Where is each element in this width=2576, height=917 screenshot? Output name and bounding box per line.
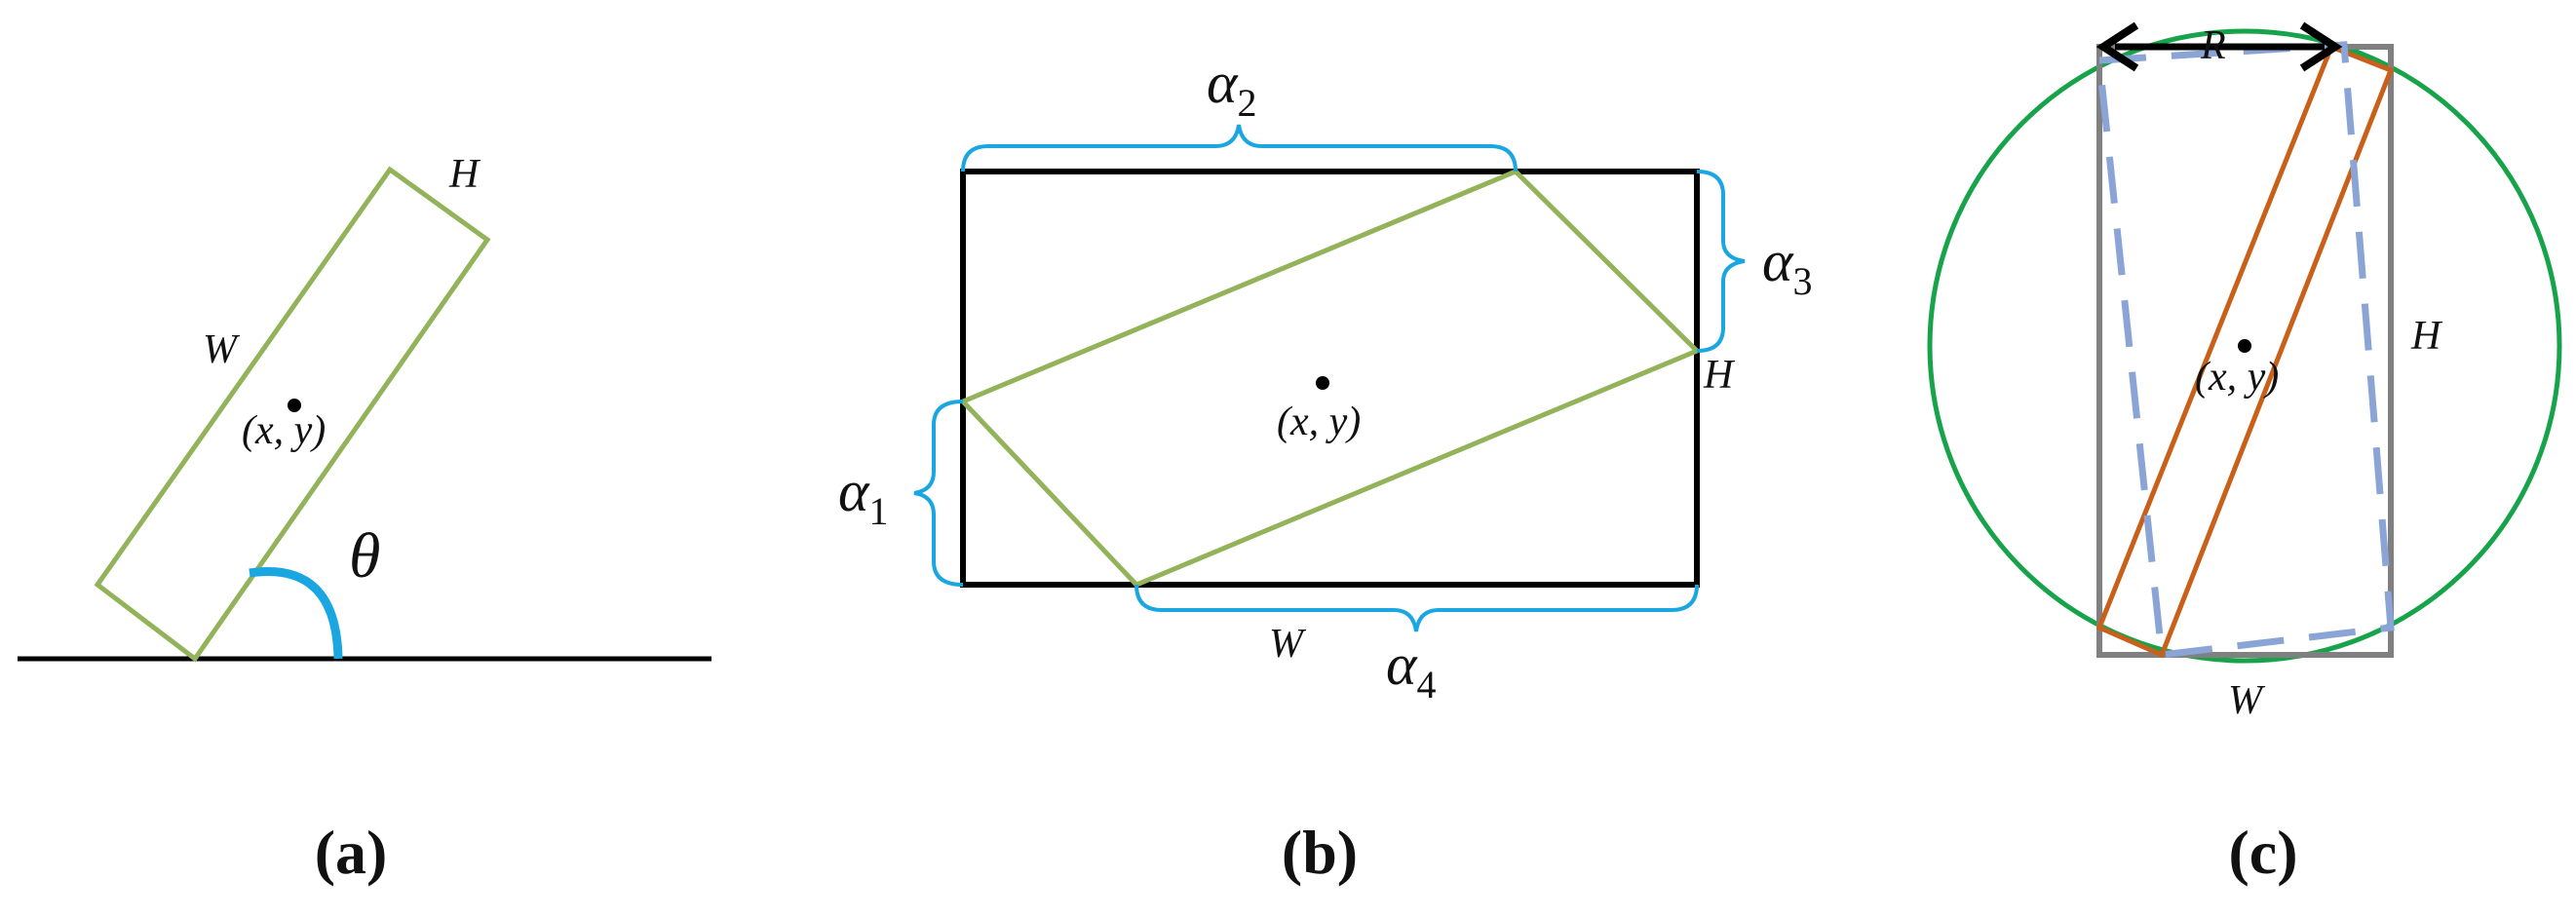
panel-b: α2 α3 α1 α4 H W (x, y) (b)	[838, 51, 1813, 887]
label-r: R	[2200, 23, 2226, 68]
label-alpha2: α2	[1207, 51, 1257, 125]
center-dot-c	[2238, 339, 2251, 353]
panel-a: H W (x, y) θ (a)	[18, 152, 711, 887]
label-h-c: H	[2410, 314, 2443, 359]
label-w-b: W	[1269, 622, 1307, 667]
brace-alpha3	[1696, 170, 1746, 353]
label-center-c: (x, y)	[2195, 355, 2279, 400]
label-h-a: H	[448, 152, 481, 197]
label-theta: θ	[349, 520, 380, 592]
radius-arrow-right-head	[2299, 21, 2343, 72]
rotated-box-b	[958, 169, 1702, 588]
brace-alpha4	[1134, 584, 1699, 632]
rotated-box-a	[94, 166, 491, 663]
caption-c: (c)	[2228, 818, 2297, 887]
radius-arrow-left-head	[2095, 21, 2139, 72]
caption-a: (a)	[315, 818, 388, 887]
center-dot-b	[1316, 376, 1329, 390]
rotated-box-c	[2095, 43, 2395, 659]
label-alpha4: α4	[1386, 632, 1437, 707]
label-h-b: H	[1703, 353, 1736, 398]
caption-b: (b)	[1282, 818, 1358, 887]
label-w-c: W	[2228, 678, 2266, 723]
label-alpha3: α3	[1762, 229, 1813, 303]
theta-arc	[249, 567, 343, 660]
label-center-b: (x, y)	[1277, 400, 1361, 444]
center-dot-a	[288, 399, 301, 412]
enclosing-circle	[1927, 28, 2562, 664]
label-w-a: W	[203, 327, 241, 372]
brace-alpha1	[913, 400, 964, 587]
panel-c: R H W (x, y) (c)	[1927, 21, 2562, 887]
brace-alpha2	[961, 124, 1518, 172]
label-center-a: (x, y)	[242, 408, 326, 453]
label-alpha1: α1	[838, 459, 889, 533]
bounding-rect-b	[960, 169, 1700, 588]
